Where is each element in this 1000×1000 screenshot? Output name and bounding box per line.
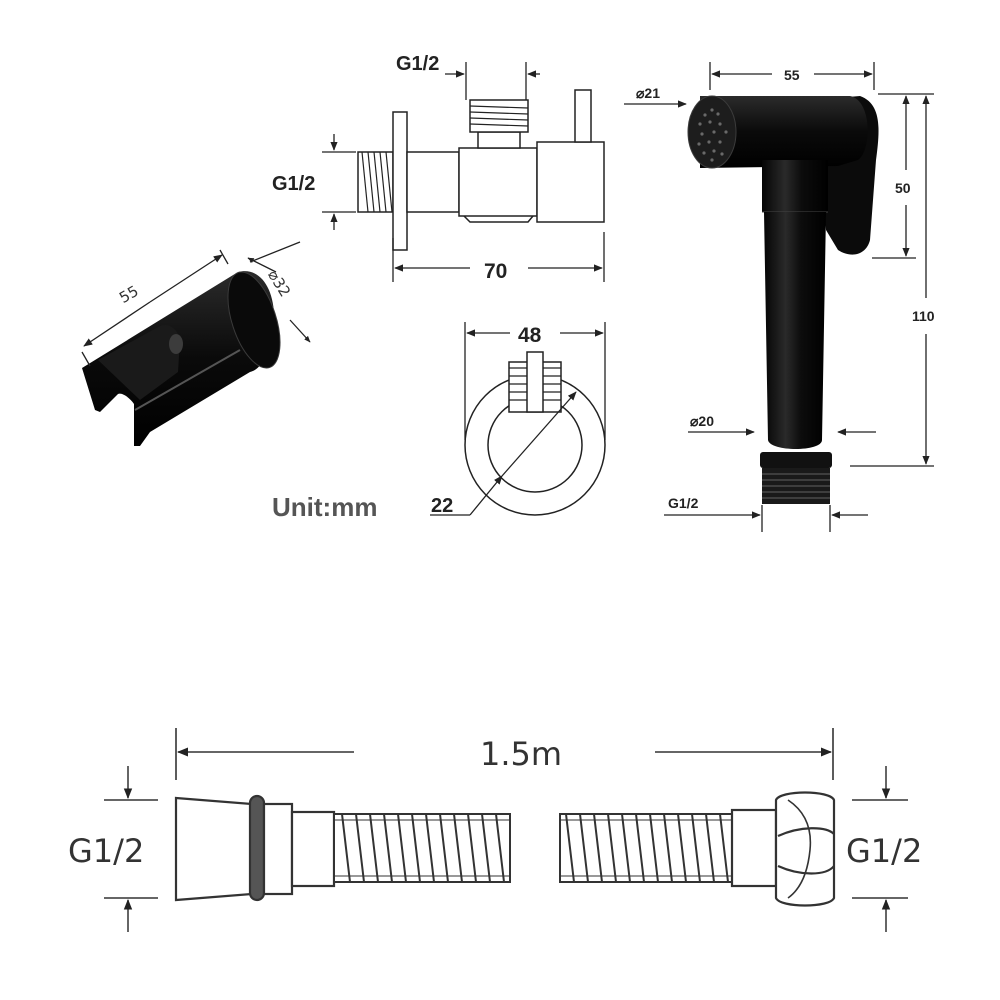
sprayer-head-dia-label: ⌀21 (636, 85, 660, 101)
valve-length-label: 70 (484, 260, 507, 283)
sprayer-dimensions (624, 62, 934, 532)
valve-top-thread-label: G1/2 (396, 53, 439, 75)
sprayer-total-height-label: 110 (912, 308, 935, 324)
spray-nozzle-holes (697, 108, 728, 162)
hose-length-dimension (175, 728, 834, 780)
hose-right-thread-label: G1/2 (846, 832, 922, 870)
sprayer-thread-label: G1/2 (668, 495, 699, 511)
hose-left-fitting (174, 794, 336, 902)
valve-side-thread-label: G1/2 (272, 173, 315, 195)
hand-sprayer (687, 95, 879, 504)
hose-left-thread-label: G1/2 (68, 832, 144, 870)
valve-front-view (464, 351, 606, 516)
hose-length-label: 1.5m (480, 735, 562, 773)
sprayer-handle-height-label: 50 (895, 180, 911, 196)
hose-corrugated-left (333, 813, 511, 883)
valve-inner-dia-label: 22 (431, 495, 453, 517)
holder-dimensions (81, 241, 311, 367)
valve-face-width-label: 48 (518, 324, 542, 347)
sprayer-stem-dia-label: ⌀20 (690, 413, 714, 429)
hose-corrugated-right (559, 813, 733, 883)
hose-right-fitting (730, 791, 836, 907)
valve-dimensions (322, 62, 605, 282)
valve-front-dimensions (430, 322, 606, 516)
unit-label: Unit:mm (272, 492, 377, 522)
wall-holder (82, 271, 281, 446)
sprayer-head-length-label: 55 (784, 67, 800, 83)
angle-valve-side-view (357, 89, 605, 251)
hose-left-thread-dimension (104, 766, 158, 932)
hose-right-thread-dimension (852, 766, 908, 932)
holder-length-label: 55 (116, 282, 142, 307)
